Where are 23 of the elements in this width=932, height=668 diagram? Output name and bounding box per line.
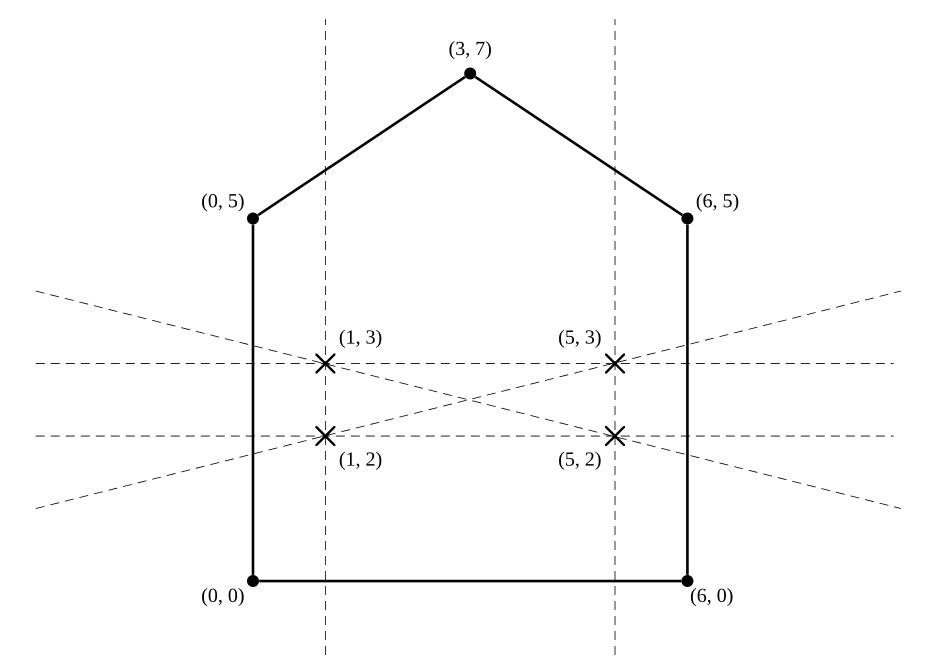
vertex-dot [681,575,694,588]
cross-mark [315,426,336,446]
polygon-side [686,224,689,575]
vertex-dot [246,575,259,588]
point-label: (0, 0) [202,588,244,606]
point-label: (5, 3) [559,330,601,348]
point-label: (6, 5) [696,193,738,212]
point-label: (1, 2) [340,452,382,470]
point-label: (1, 3) [340,330,382,348]
cross-mark [605,426,626,446]
point-label: (0, 5) [202,193,244,212]
vertex-dot [464,67,476,80]
point-label: (6, 0) [690,588,732,606]
point-label: (5, 2) [559,452,601,470]
polygon-side [474,76,683,216]
point-label: (3, 7) [449,41,491,60]
cross-mark [315,354,336,374]
polygon-side [252,224,254,575]
vertex-dot [246,212,259,224]
polygon-side [257,76,466,216]
polygon-side [259,580,682,582]
vertex-dot [681,212,694,224]
cross-mark [605,354,626,374]
